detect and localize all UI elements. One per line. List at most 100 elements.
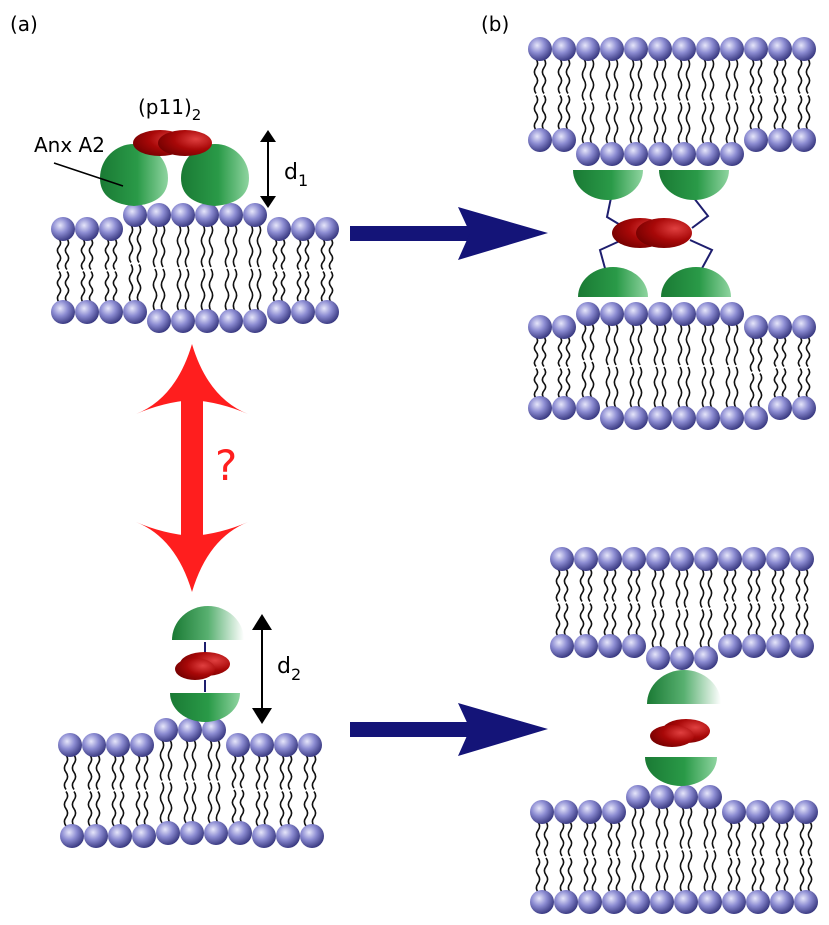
lipid-tail [224, 224, 230, 268]
lipid-head [204, 821, 228, 845]
lipid-head [315, 217, 339, 241]
lipid-tail [63, 754, 69, 790]
lipid-head [720, 37, 744, 61]
lipid-head [276, 824, 300, 848]
lipid-tail [799, 857, 805, 893]
lipid-head [108, 824, 132, 848]
lipid-tail [639, 806, 645, 849]
lipid-tail [119, 754, 125, 790]
lipid-tail [733, 58, 739, 101]
membrane-b-upper [528, 37, 816, 166]
lipid-tail [685, 366, 691, 409]
lipid-tail [751, 857, 757, 893]
lipid-tail [803, 603, 809, 637]
lipid-tail [104, 238, 110, 271]
lipid-tail [280, 238, 286, 271]
lipid-tail [589, 323, 595, 361]
lipid-tail [757, 373, 763, 409]
lipid-tail [653, 366, 659, 409]
annexin-domain-d-lower [645, 757, 717, 786]
lipid-head [178, 718, 202, 742]
lipid-tail [587, 603, 593, 637]
lipid-head [528, 37, 552, 61]
lipid-head [792, 315, 816, 339]
lipid-tail [589, 102, 595, 145]
lipid-tail [239, 754, 245, 789]
linker-b2 [689, 192, 710, 229]
lipid-tail [135, 791, 141, 827]
lipid-tail [701, 102, 707, 145]
lipid-tail [541, 58, 547, 94]
lipid-head [550, 547, 574, 571]
lipid-tail [629, 58, 635, 101]
lipid-head [720, 302, 744, 326]
lipid-head [58, 733, 82, 757]
lipid-tail [733, 366, 739, 409]
lipid-head [106, 733, 130, 757]
lipid-tail [637, 366, 643, 409]
lipid-head [768, 396, 792, 420]
lipid-head [600, 406, 624, 430]
lipid-tail [296, 270, 302, 303]
lipid-tail [603, 603, 609, 637]
lipid-tail [567, 821, 573, 857]
lipid-tail [95, 754, 101, 790]
lipid-head [51, 300, 75, 324]
lipid-head [552, 315, 576, 339]
lipid-head [646, 646, 670, 670]
lipid-tail [783, 821, 789, 857]
lipid-tail [677, 58, 683, 101]
lipid-head [226, 733, 250, 757]
lipid-tail [56, 270, 62, 303]
lipid-head [228, 821, 252, 845]
lipid-tail [773, 58, 779, 94]
lipid-head [195, 203, 219, 227]
lipid-head [130, 733, 154, 757]
lipid-tail [675, 568, 681, 608]
lipid-head [600, 302, 624, 326]
lipid-tail [215, 782, 221, 824]
lipid-tail [191, 782, 197, 824]
lipid-tail [303, 754, 309, 790]
lipid-head [770, 800, 794, 824]
lipid-tail [280, 270, 286, 303]
lipid-head [600, 37, 624, 61]
lipid-tail [581, 323, 587, 361]
lipid-tail [160, 224, 166, 268]
lipid-tail [559, 821, 565, 857]
lipid-head [99, 300, 123, 324]
lipid-tail [655, 850, 661, 893]
lipid-head [696, 142, 720, 166]
lipid-tail [535, 821, 541, 857]
lipid-tail [653, 58, 659, 101]
lipid-head [291, 300, 315, 324]
lipid-tail [111, 754, 117, 790]
lipid-tail [56, 238, 62, 271]
lipid-tail [687, 850, 693, 893]
lipid-tails [555, 568, 809, 649]
lipid-tail [663, 850, 669, 893]
lipid-tail [613, 366, 619, 409]
lipid-head [267, 300, 291, 324]
lipid-tail [635, 568, 641, 602]
annexin-domain-c-upper [172, 606, 244, 640]
arrow-bottom-right [350, 703, 548, 756]
lipid-head [792, 396, 816, 420]
lipid-head [600, 142, 624, 166]
lipid-tail [263, 754, 269, 790]
membrane-a-bottom [58, 718, 324, 848]
lipid-tail [279, 791, 285, 827]
lipid-head [770, 890, 794, 914]
lipid-head [650, 890, 674, 914]
lipid-tail [805, 367, 811, 399]
annexin-domain-c-lower [170, 693, 240, 722]
lipid-head [744, 406, 768, 430]
lipid-tail [723, 568, 729, 602]
p11-subunit-right [158, 130, 212, 156]
lipid-tail [677, 102, 683, 145]
lipid-head [742, 547, 766, 571]
lipid-tail [725, 366, 731, 409]
lipid-tail [723, 603, 729, 637]
lipid-tail [557, 367, 563, 399]
lipid-tail [771, 568, 777, 602]
